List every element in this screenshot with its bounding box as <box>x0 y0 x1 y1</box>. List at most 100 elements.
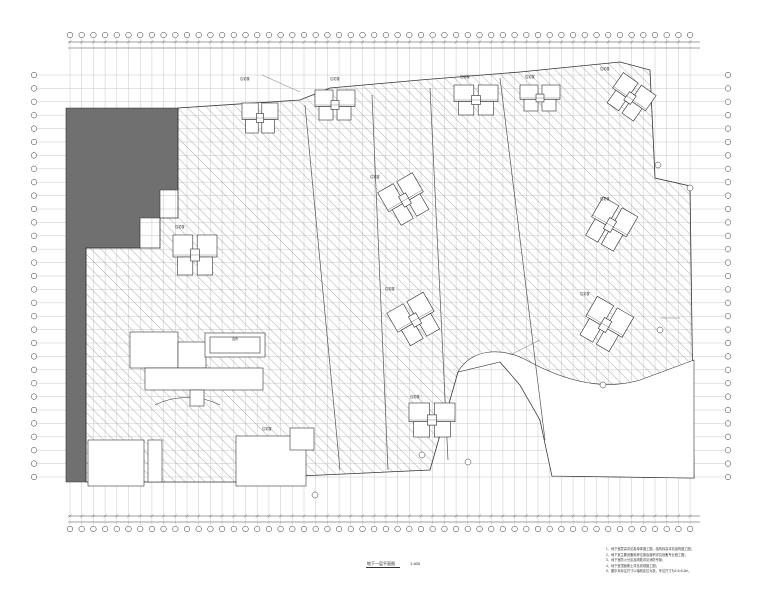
dimension-tick <box>629 40 634 44</box>
dimension-tick <box>641 40 645 44</box>
axis-bubble <box>66 31 74 39</box>
axis-bubble <box>125 31 132 39</box>
tower-block <box>600 227 624 252</box>
dimension-tick <box>337 514 341 518</box>
axis-bubble <box>570 31 577 39</box>
tower-block <box>433 402 456 423</box>
tower-block <box>245 119 259 134</box>
axis-bubble <box>546 31 553 39</box>
dimension-tick <box>477 40 482 44</box>
dimension-tick <box>185 40 189 44</box>
dimension-tick <box>395 514 400 518</box>
axis-bubble <box>724 179 732 186</box>
tower <box>377 172 430 226</box>
axis-bubble <box>724 353 732 360</box>
axis-bubble <box>724 447 732 454</box>
tower-block <box>241 102 259 120</box>
dimension-tick <box>243 514 248 518</box>
axis-bubble <box>254 31 261 39</box>
axis-bubble <box>30 380 38 387</box>
axis-bubble <box>558 31 565 39</box>
axis-bubble <box>30 420 38 427</box>
axis-bubble <box>66 525 74 533</box>
axis-bubble <box>300 525 308 533</box>
axis-bubble <box>724 313 732 320</box>
axis-bubble <box>724 246 732 253</box>
dimension-tick <box>91 40 96 44</box>
axis-bubble <box>183 525 191 533</box>
axis-bubble <box>30 85 38 92</box>
axis-bubble <box>242 525 249 533</box>
axis-bubble <box>394 525 401 533</box>
axis-bubble <box>453 525 460 533</box>
axis-bubble <box>30 299 38 306</box>
dimension-tick <box>583 40 587 44</box>
axis-bubble <box>160 525 167 533</box>
tower-block <box>196 256 213 276</box>
axis-bubble <box>347 525 354 533</box>
dimension-tick <box>618 40 622 44</box>
axis-bubble <box>359 31 366 39</box>
tower-block <box>318 106 334 121</box>
dimension-tick <box>606 40 610 44</box>
dimension-tick <box>197 40 201 44</box>
dimension-tick <box>454 514 458 518</box>
drawing-caption: 地下一层平面图 1:400 <box>367 561 420 567</box>
tower <box>606 72 657 122</box>
axis-bubble <box>183 31 191 39</box>
dimension-tick <box>536 40 540 44</box>
tower-block <box>172 234 194 258</box>
tower-block <box>391 202 414 226</box>
dimension-tick <box>466 40 470 44</box>
tower-block <box>261 102 279 120</box>
dimension-tick <box>524 514 528 518</box>
axis-bubble <box>30 447 38 454</box>
dimension-tick <box>115 40 119 44</box>
building-label: 会所 <box>232 336 239 341</box>
axis-bubble <box>724 326 732 333</box>
axis-bubble <box>336 31 343 39</box>
axis-bubble <box>30 393 38 400</box>
dimension-tick <box>384 514 388 518</box>
tower <box>314 89 356 121</box>
axis-bubble <box>30 219 38 226</box>
drawing-scale: 1:400 <box>410 561 421 566</box>
dimension-ticks <box>68 40 692 518</box>
axis-bubble <box>605 525 612 533</box>
tower <box>585 196 639 252</box>
tower-block <box>579 318 603 343</box>
tower-axis <box>613 86 647 110</box>
dimension-tick <box>103 514 107 518</box>
tower-axis <box>387 189 423 211</box>
axis-bubble <box>593 31 600 39</box>
dimension-tick <box>290 514 294 518</box>
dimension-tick <box>407 40 411 44</box>
axis-bubble <box>406 31 413 39</box>
axis-bubble <box>499 525 506 533</box>
dimension-tick <box>349 514 353 518</box>
tower-block <box>261 119 275 134</box>
axis-bubble <box>230 525 237 533</box>
dimension-tick <box>641 514 645 518</box>
axis-bubble <box>30 192 38 199</box>
tower-block <box>314 89 334 107</box>
axis-bubble <box>394 31 401 39</box>
axis-bubble <box>724 473 732 481</box>
axis-bubble <box>499 31 506 39</box>
axis-bubble <box>651 525 659 533</box>
tower-block <box>477 101 494 116</box>
axis-bubble <box>137 31 144 39</box>
dimension-tick <box>536 514 540 518</box>
tower-block <box>417 312 440 337</box>
axis-bubble <box>675 31 682 39</box>
axis-bubble <box>160 31 167 39</box>
general-notes: 1、地下室层高详见各单体施工图，结构标高详见结构施工图； 2、地下室主要设备用房… <box>606 547 756 575</box>
building-label: 住宅楼 <box>600 66 610 71</box>
dimension-tick <box>653 514 657 518</box>
dimension-tick <box>653 40 657 44</box>
tower-block <box>585 218 608 243</box>
dimension-tick <box>419 514 423 518</box>
dimension-tick <box>220 514 224 518</box>
tower-block <box>541 98 557 112</box>
axis-bubble <box>464 31 471 39</box>
